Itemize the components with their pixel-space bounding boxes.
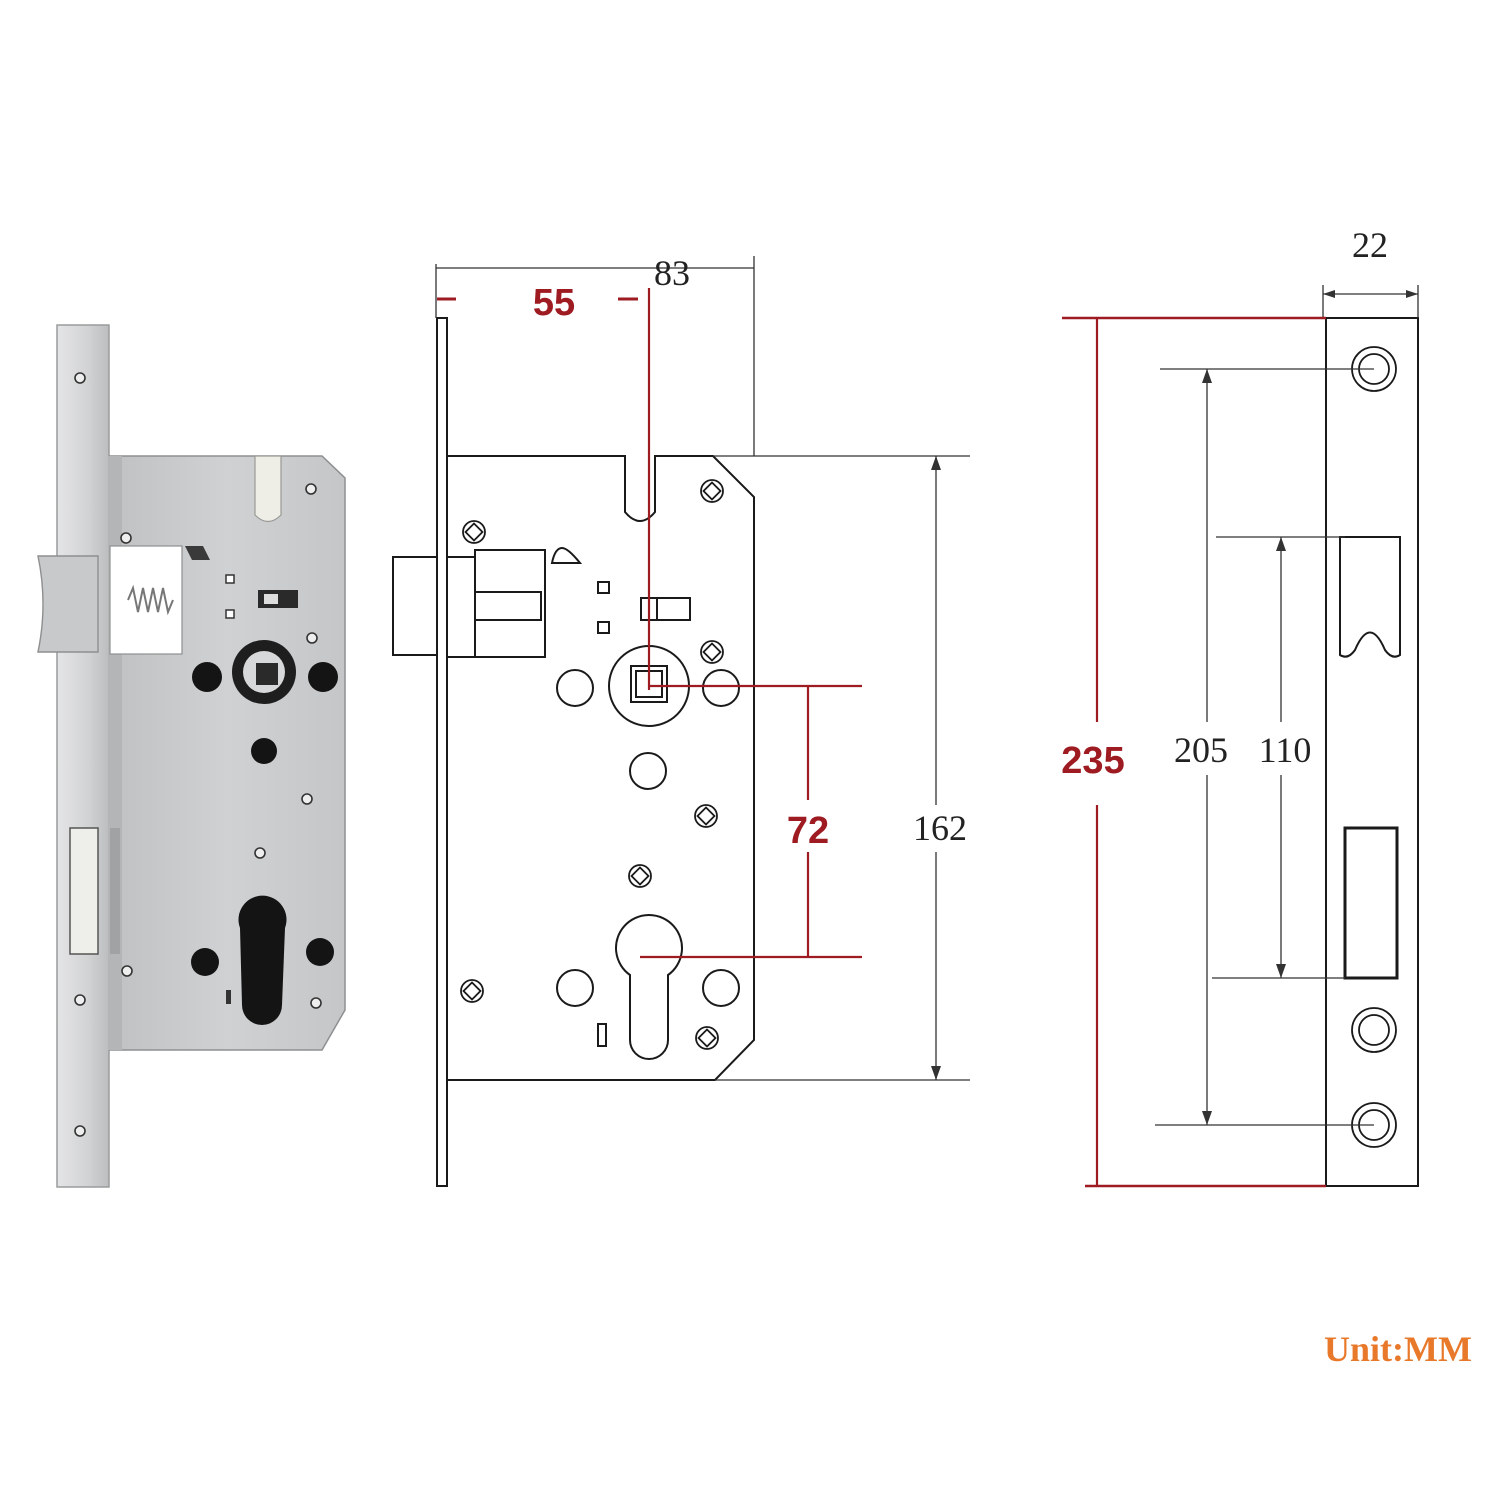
photo-hole-3 xyxy=(251,738,277,764)
photo-top-notch xyxy=(254,455,282,523)
photo-hole-4 xyxy=(191,948,219,976)
front-latch-tab xyxy=(550,546,583,564)
front-cylinder-hole xyxy=(615,914,683,1060)
front-slot xyxy=(640,597,691,621)
front-latch-tongue xyxy=(474,591,542,621)
dimension-162-label: 162 xyxy=(913,808,967,848)
dimension-110: 110 xyxy=(1212,536,1345,979)
photo-square-1 xyxy=(225,574,235,584)
front-hole-4 xyxy=(556,969,594,1007)
dimension-235-label: 235 xyxy=(1061,740,1124,782)
front-view-drawing: 83 55 72 162 xyxy=(392,253,970,1187)
side-latch-opening xyxy=(1339,536,1401,658)
front-latch-cage xyxy=(474,549,546,658)
dimension-235: 235 xyxy=(1061,316,1326,1188)
front-latch-housing xyxy=(446,556,476,658)
front-screws xyxy=(460,479,724,1050)
side-faceplate-outline xyxy=(1325,317,1419,1187)
front-faceplate xyxy=(436,317,448,1187)
photo-latch-tab xyxy=(185,546,210,560)
unit-label: Unit:MM xyxy=(1324,1329,1472,1369)
dimension-205: 205 xyxy=(1155,368,1374,1126)
side-deadbolt-opening xyxy=(1343,826,1399,980)
front-hole-2 xyxy=(702,669,740,707)
photo-cylinder-hole xyxy=(238,895,287,1025)
dimension-72-label: 72 xyxy=(787,810,829,852)
front-hole-1 xyxy=(556,669,594,707)
photo-deadbolt-side xyxy=(110,828,120,954)
photo-case-edge xyxy=(108,456,122,1050)
side-view-drawing: 22 235 205 110 xyxy=(1061,225,1419,1188)
front-square-1 xyxy=(597,581,610,594)
photo-small-slot xyxy=(226,990,231,1004)
front-hole-5 xyxy=(702,969,740,1007)
dimension-22: 22 xyxy=(1322,225,1419,318)
photo-screws xyxy=(74,372,322,1137)
photo-hole-5 xyxy=(306,938,334,966)
photo-hole-1 xyxy=(192,662,222,692)
dimension-205-label: 205 xyxy=(1174,730,1228,770)
dimension-110-label: 110 xyxy=(1259,730,1312,770)
dimension-55: 55 xyxy=(437,282,651,690)
dimension-83-label: 83 xyxy=(654,253,690,293)
photo-spring xyxy=(127,584,174,616)
side-screw-holes xyxy=(1351,346,1397,1148)
photo-follower-square xyxy=(256,663,278,685)
front-square-2 xyxy=(597,621,610,634)
dimension-72: 72 xyxy=(640,684,862,959)
front-hole-3 xyxy=(629,752,667,790)
lock-photo xyxy=(37,324,346,1188)
front-latch-bolt xyxy=(392,556,438,656)
dimension-22-label: 22 xyxy=(1352,225,1388,265)
photo-square-2 xyxy=(225,609,235,619)
photo-faceplate xyxy=(56,324,110,1188)
dimension-55-label: 55 xyxy=(533,282,575,324)
photo-deadbolt-window xyxy=(69,827,99,955)
photo-slot-inner xyxy=(264,594,278,604)
dimension-83: 83 xyxy=(435,253,755,456)
photo-latch-bolt xyxy=(37,555,99,653)
front-small-slot xyxy=(597,1023,607,1047)
dimension-162: 162 xyxy=(713,455,970,1081)
photo-hole-2 xyxy=(308,662,338,692)
